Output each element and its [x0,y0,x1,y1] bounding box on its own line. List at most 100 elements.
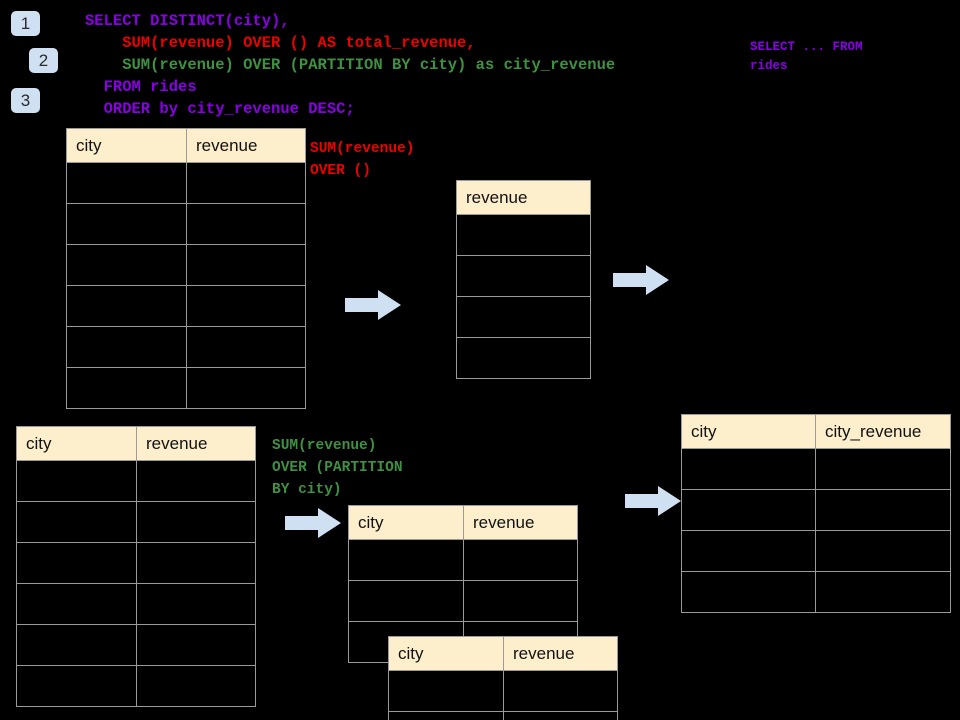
arrow-source-to-partition [285,508,341,538]
cell-city [66,285,187,327]
table-header-row: revenue [456,180,591,215]
cell-revenue [186,285,306,327]
table-rides-source-bottom: city revenue [16,426,256,707]
table-row [456,214,591,256]
table-row [66,326,306,368]
table-row [66,162,306,204]
cell-city [681,571,816,613]
cell-city [681,448,816,490]
sql-line-total-revenue: SUM(revenue) OVER () AS total_revenue, [85,34,476,52]
cell-revenue [456,337,591,379]
cell-city [66,367,187,409]
table-row [456,296,591,338]
cell-revenue [186,162,306,204]
annotation-city-revenue-line3: BY city) [272,482,342,498]
cell-city [16,460,137,502]
table-header-row: city revenue [348,505,578,540]
table-row [66,285,306,327]
column-header-revenue: revenue [186,128,306,163]
annotation-city-revenue-line2: OVER (PARTITION [272,460,403,476]
column-header-city-revenue: city_revenue [815,414,951,449]
cell-city [16,542,137,584]
table-row [388,670,618,712]
table-row [348,539,578,581]
table-final-result: city city_revenue [681,414,951,613]
cell-city [388,670,504,712]
cell-city [16,583,137,625]
table-partition-front: city revenue [388,636,618,720]
table-row [388,711,618,720]
cell-revenue [136,460,256,502]
cell-city [388,711,504,720]
cell-city [348,539,464,581]
cell-city [16,624,137,666]
cell-city [66,162,187,204]
cell-city [66,203,187,245]
table-row [16,665,256,707]
sql-line-order-by: ORDER by city_revenue DESC; [85,100,355,118]
column-header-city: city [66,128,187,163]
table-rides-source-top: city revenue [66,128,306,409]
cell-revenue [136,624,256,666]
cell-revenue [503,711,618,720]
sql-line-from: FROM rides [85,78,197,96]
column-header-city: city [681,414,816,449]
table-row [16,460,256,502]
annotation-total-revenue-line2: OVER () [310,163,371,179]
cell-city [681,489,816,531]
table-total-revenue: revenue [456,180,591,379]
side-note-select-from-line1: SELECT ... FROM [750,40,863,54]
cell-city [348,580,464,622]
step-badge-3: 3 [11,88,40,113]
cell-revenue [186,326,306,368]
cell-revenue [136,665,256,707]
cell-city-revenue [815,571,951,613]
cell-revenue [463,539,578,581]
annotation-total-revenue-line1: SUM(revenue) [310,141,415,157]
table-row [16,624,256,666]
table-row [348,580,578,622]
table-row [16,583,256,625]
cell-revenue [456,296,591,338]
column-header-revenue: revenue [463,505,578,540]
cell-revenue [456,255,591,297]
cell-city [16,501,137,543]
table-row [681,448,951,490]
cell-revenue [463,580,578,622]
arrow-partition-to-result [625,486,681,516]
table-row [66,203,306,245]
side-note-select-from-line2: rides [750,59,788,73]
cell-revenue [136,542,256,584]
table-header-row: city revenue [388,636,618,671]
cell-city [66,326,187,368]
cell-revenue [136,583,256,625]
cell-revenue [503,670,618,712]
table-row [16,501,256,543]
cell-city [681,530,816,572]
column-header-revenue: revenue [136,426,256,461]
cell-city-revenue [815,530,951,572]
cell-revenue [186,367,306,409]
step-badge-2: 2 [29,48,58,73]
cell-revenue [456,214,591,256]
cell-revenue [186,203,306,245]
annotation-city-revenue-line1: SUM(revenue) [272,438,377,454]
column-header-city: city [388,636,504,671]
column-header-revenue: revenue [456,180,591,215]
cell-city-revenue [815,448,951,490]
arrow-source-to-total [345,290,401,320]
table-row [681,530,951,572]
cell-city-revenue [815,489,951,531]
table-row [66,367,306,409]
table-header-row: city city_revenue [681,414,951,449]
table-row [456,337,591,379]
table-row [16,542,256,584]
column-header-revenue: revenue [503,636,618,671]
column-header-city: city [16,426,137,461]
column-header-city: city [348,505,464,540]
table-row [456,255,591,297]
table-header-row: city revenue [66,128,306,163]
table-row [66,244,306,286]
table-row [681,489,951,531]
